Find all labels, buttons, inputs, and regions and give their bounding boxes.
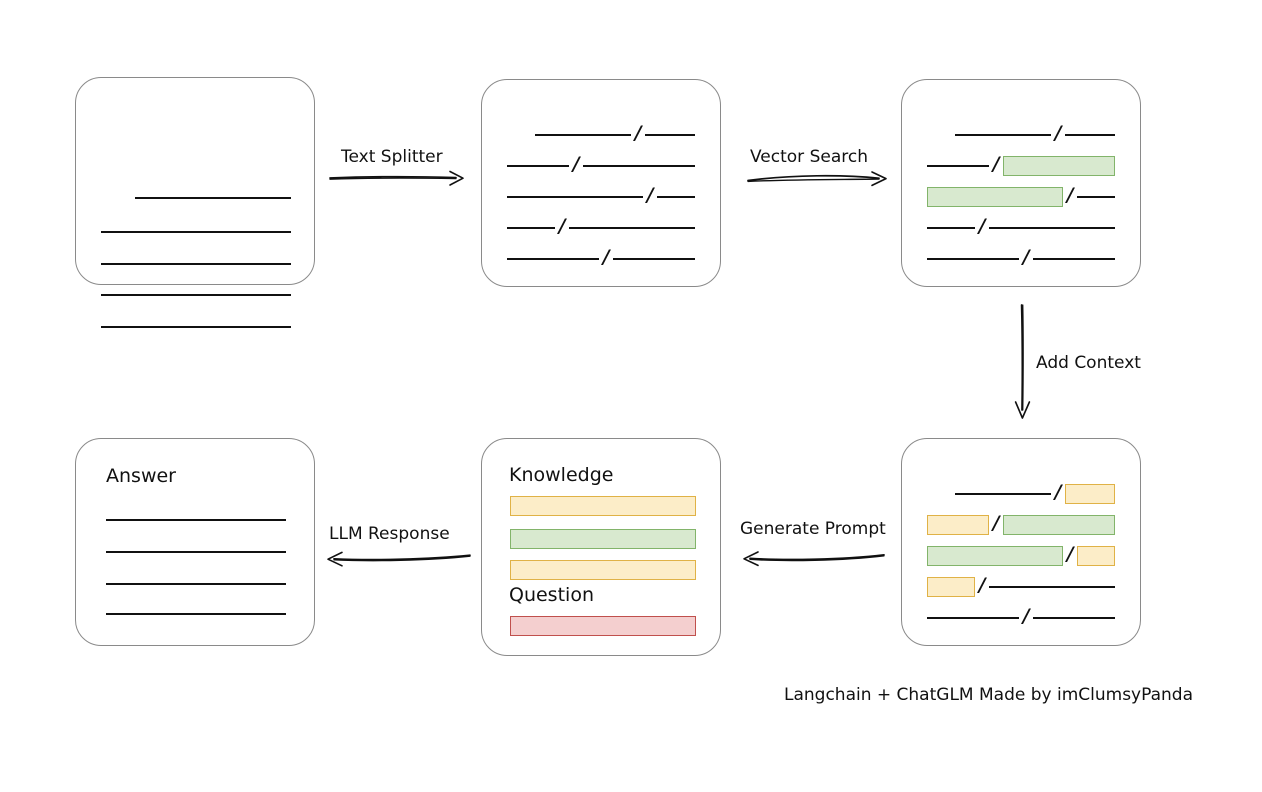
- connector-label-text-splitter: Text Splitter: [341, 147, 443, 167]
- knowledge-bar-green-1: [510, 529, 696, 549]
- answer-label: Answer: [106, 465, 176, 487]
- document-line: [101, 189, 291, 207]
- chunk-line: /: [507, 121, 695, 144]
- chunk-line: /: [927, 152, 1115, 176]
- slash-separator: /: [1054, 480, 1062, 503]
- chunk-lines: / / / / /: [902, 80, 1140, 286]
- card-source-document[interactable]: [75, 77, 315, 328]
- slash-separator: /: [992, 152, 1000, 175]
- connector-label-generate-prompt: Generate Prompt: [740, 519, 886, 539]
- prompt-section-label-question: Question: [509, 584, 594, 606]
- slash-separator: /: [1066, 542, 1074, 565]
- card-answer[interactable]: Answer: [75, 438, 315, 646]
- connector-label-llm-response: LLM Response: [329, 524, 450, 544]
- credit-text: Langchain + ChatGLM Made by imClumsyPand…: [784, 685, 1193, 705]
- slash-separator: /: [634, 121, 642, 144]
- answer-line: [106, 575, 289, 593]
- slash-separator: /: [1022, 604, 1030, 627]
- knowledge-bar-yellow-2: [510, 560, 696, 580]
- connector-text-splitter: [329, 168, 465, 188]
- slash-separator: /: [646, 183, 654, 206]
- document-line: [101, 286, 291, 304]
- chunk-lines: / / / / /: [902, 439, 1140, 645]
- chunk-line: /: [927, 511, 1115, 535]
- connector-generate-prompt: [738, 548, 885, 568]
- chunk-highlight-yellow: [1077, 546, 1115, 566]
- connector-add-context: [1012, 304, 1036, 420]
- chunk-highlight-green: [1003, 515, 1115, 535]
- slash-separator: /: [1022, 245, 1030, 268]
- connector-label-add-context: Add Context: [1036, 353, 1141, 373]
- chunk-line: /: [507, 152, 695, 175]
- answer-line: [106, 605, 289, 623]
- chunk-line: /: [507, 214, 695, 237]
- answer-line: [106, 511, 289, 529]
- card-context-chunks[interactable]: / / / / /: [901, 438, 1141, 646]
- answer-line: [106, 543, 289, 561]
- question-bar-red: [510, 616, 696, 636]
- chunk-highlight-green: [927, 187, 1063, 207]
- document-line: [101, 318, 291, 336]
- chunk-line: /: [927, 480, 1115, 504]
- chunk-line: /: [927, 183, 1115, 207]
- connector-vector-search: [747, 168, 888, 188]
- document-line: [101, 223, 291, 241]
- prompt-section-label-knowledge: Knowledge: [509, 464, 614, 486]
- chunk-highlight-yellow: [927, 577, 975, 597]
- slash-separator: /: [572, 152, 580, 175]
- chunk-lines: / / / / /: [482, 80, 720, 286]
- document-lines: [76, 78, 314, 328]
- chunk-highlight-green: [927, 546, 1063, 566]
- slash-separator: /: [992, 511, 1000, 534]
- card-split-chunks[interactable]: / / / / /: [481, 79, 721, 287]
- chunk-line: /: [507, 245, 695, 268]
- chunk-line: /: [507, 183, 695, 206]
- chunk-line: /: [927, 121, 1115, 144]
- connector-label-vector-search: Vector Search: [750, 147, 868, 167]
- chunk-highlight-yellow: [927, 515, 989, 535]
- slash-separator: /: [978, 573, 986, 596]
- slash-separator: /: [602, 245, 610, 268]
- knowledge-bar-yellow-1: [510, 496, 696, 516]
- card-prompt[interactable]: Knowledge Question: [481, 438, 721, 656]
- chunk-highlight-yellow: [1065, 484, 1115, 504]
- chunk-line: /: [927, 214, 1115, 237]
- slash-separator: /: [1066, 183, 1074, 206]
- document-line: [101, 255, 291, 273]
- slash-separator: /: [558, 214, 566, 237]
- chunk-line: /: [927, 245, 1115, 268]
- card-matched-chunks[interactable]: / / / / /: [901, 79, 1141, 287]
- slash-separator: /: [978, 214, 986, 237]
- chunk-line: /: [927, 542, 1115, 566]
- connector-llm-response: [322, 548, 471, 568]
- chunk-line: /: [927, 604, 1115, 627]
- chunk-line: /: [927, 573, 1115, 597]
- chunk-highlight-green: [1003, 156, 1115, 176]
- slash-separator: /: [1054, 121, 1062, 144]
- answer-lines: [76, 439, 314, 645]
